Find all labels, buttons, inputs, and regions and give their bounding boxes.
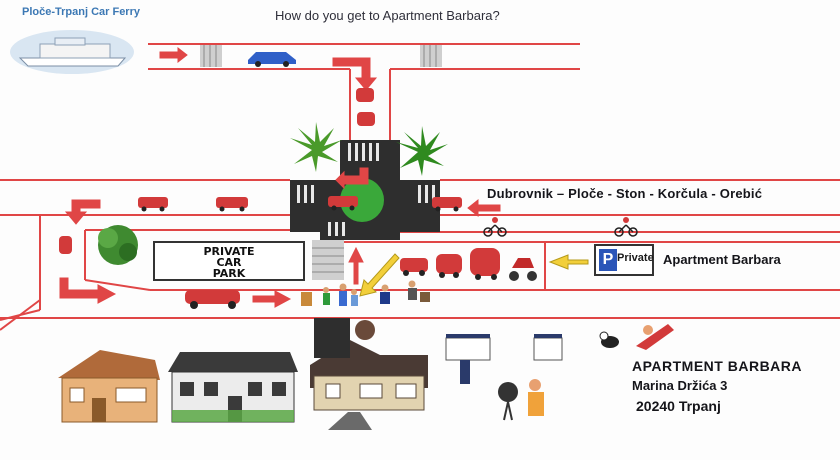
address-name: APARTMENT BARBARA xyxy=(632,358,803,374)
dog-icon xyxy=(599,331,619,348)
private-car-park-sign: PRIVATE CAR PARK xyxy=(153,241,305,281)
ferry-icon xyxy=(10,30,134,74)
private-sign-label: Private xyxy=(617,252,654,264)
house-icon xyxy=(58,340,428,430)
park-sign-line1: PRIVATE xyxy=(203,245,255,258)
dining-table-icon xyxy=(445,334,563,384)
private-parking-sign: P xyxy=(594,244,654,276)
route-label: Dubrovnik – Ploče - Ston - Korčula - Ore… xyxy=(487,186,763,201)
bicycle-icon xyxy=(483,224,638,237)
ferry-label: Ploče-Trpanj Car Ferry xyxy=(22,6,140,18)
motorbike-icon xyxy=(509,258,537,281)
apartment-road-label: Apartment Barbara xyxy=(663,252,781,267)
parking-p-icon: P xyxy=(599,249,617,271)
red-car-icon xyxy=(59,88,500,304)
car-icon xyxy=(248,52,296,67)
grill-icon xyxy=(498,379,544,421)
yellow-arrows xyxy=(359,253,589,297)
roundabout xyxy=(290,140,440,240)
sunbather-icon xyxy=(636,324,674,350)
bush-icon xyxy=(98,225,375,340)
people-icon xyxy=(301,280,430,306)
address-street: Marina Držića 3 xyxy=(632,378,728,393)
palm-tree-icon xyxy=(290,122,448,176)
address-city: 20240 Trpanj xyxy=(636,398,721,414)
park-sign-line3: PARK xyxy=(212,267,246,280)
park-sign-line2: CAR xyxy=(216,256,242,269)
top-road xyxy=(0,43,840,331)
direction-arrows xyxy=(59,46,501,308)
page-title: How do you get to Apartment Barbara? xyxy=(275,8,500,23)
